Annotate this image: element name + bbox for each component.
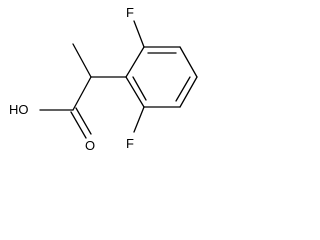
fluorine-top-label: F (126, 5, 134, 20)
chemical-structure-drawing: F F HO O (9, 5, 198, 153)
hydroxyl-label: HO (9, 102, 29, 117)
ring-double-bond-inner-3 (132, 76, 147, 101)
bond-ring-fluorine-bottom (133, 106, 145, 133)
benzene-ring (125, 46, 198, 108)
bond-alpha-carbon-methyl (72, 43, 92, 78)
bond-alpha-carbon-carboxyl (72, 76, 92, 111)
fluorine-bottom-label: F (126, 136, 134, 151)
ring-double-bond-inner-2 (175, 76, 191, 102)
carbonyl-oxygen-label: O (85, 138, 95, 153)
ring-bond-c3-c4 (179, 46, 198, 78)
ring-bond-c6-c1 (125, 76, 145, 108)
bond-carbonyl-double-1 (70, 111, 87, 139)
ring-bond-c4-c5 (179, 76, 198, 108)
bond-carbonyl-double-2 (75, 107, 92, 135)
ring-bond-c1-c2 (125, 46, 145, 78)
bond-ring-fluorine-top (133, 20, 145, 48)
